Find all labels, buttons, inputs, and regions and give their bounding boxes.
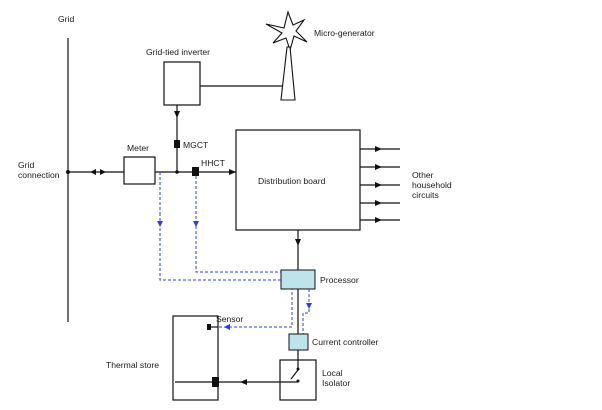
heater-element-icon — [175, 377, 219, 387]
meter-label: Meter — [127, 143, 149, 153]
processor-controller-signal — [302, 289, 312, 334]
wind-turbine-icon — [265, 10, 308, 101]
current-controller-label: Current controller — [312, 337, 379, 347]
thermal-store-label: Thermal store — [106, 360, 159, 370]
grid-line — [66, 38, 70, 322]
household-circuit-outputs — [360, 146, 400, 223]
isolator-heater-link — [218, 379, 298, 385]
inverter-box — [163, 61, 201, 106]
local-isolator-label: Local Isolator — [322, 368, 350, 388]
processor-label: Processor — [320, 275, 359, 285]
grid-connection-label: Grid connection — [18, 160, 60, 180]
processor-box — [280, 269, 316, 290]
grid-meter-link — [68, 169, 124, 175]
thermal-store-box — [172, 315, 219, 401]
hhct-sensor-icon — [192, 167, 199, 176]
inverter-label: Grid-tied inverter — [146, 47, 210, 57]
micro-generator-label: Micro-generator — [314, 28, 375, 38]
local-isolator-box — [279, 359, 317, 401]
meter-box — [123, 156, 156, 185]
hhct-signal-line — [193, 176, 281, 273]
mgct-feed — [174, 105, 180, 172]
hhct-label: HHCT — [201, 158, 226, 168]
other-circuits-label: Other household circuits — [412, 170, 454, 200]
sensor-signal-line — [214, 289, 293, 330]
sensor-label: Sensor — [216, 314, 243, 324]
mgct-label: MGCT — [183, 140, 209, 150]
mgct-signal-line — [157, 213, 281, 281]
distribution-board-label: Distribution board — [258, 176, 326, 186]
current-controller-box — [288, 333, 309, 351]
grid-label: Grid — [58, 14, 74, 24]
db-processor-link — [295, 230, 301, 270]
temperature-sensor-icon — [207, 324, 218, 330]
mgct-sensor-icon — [174, 140, 180, 148]
